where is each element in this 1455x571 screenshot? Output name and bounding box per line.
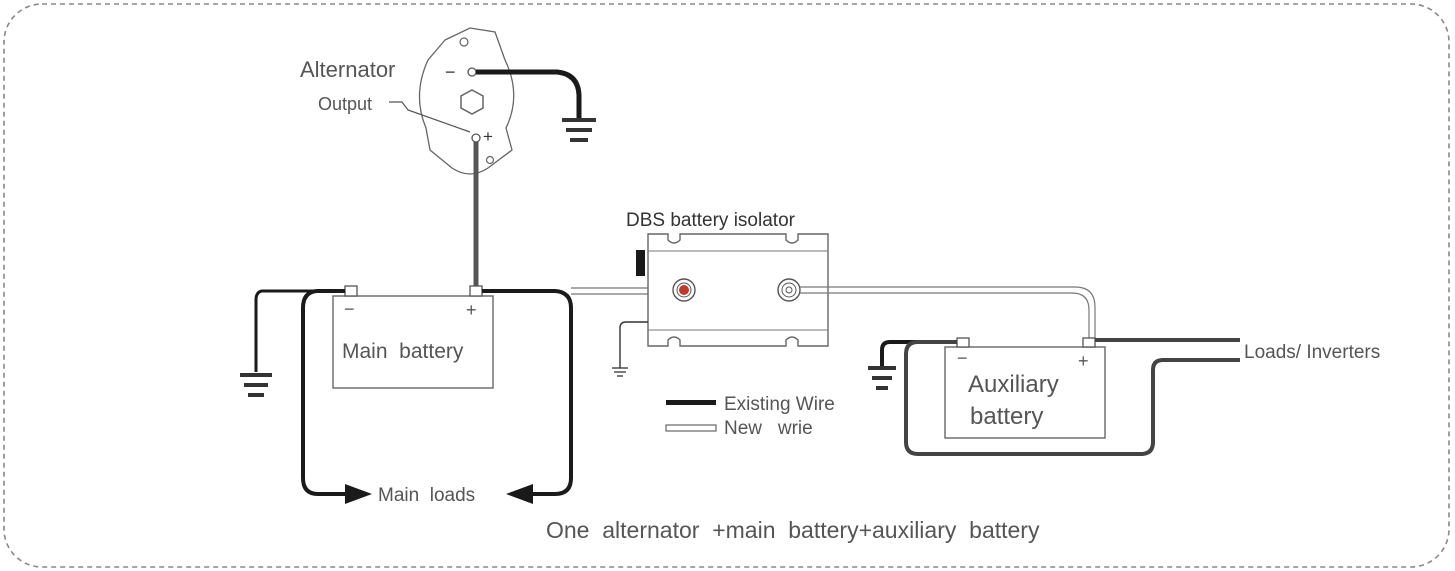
alternator-positive-terminal-icon xyxy=(471,133,481,143)
main-loads-right-arrow-icon xyxy=(506,484,533,504)
aux-loads-negative-wire xyxy=(904,340,1240,456)
output-pointer xyxy=(389,101,471,133)
alternator-label: Alternator xyxy=(300,57,395,82)
alternator-negative-terminal-icon xyxy=(467,67,477,77)
dashed-frame xyxy=(3,3,1450,568)
main-battery: − + Main battery xyxy=(332,285,494,389)
loads-inverters-label: Loads/ Inverters xyxy=(1244,342,1380,363)
auxiliary-battery-body xyxy=(944,346,1106,439)
dbs-battery-isolator xyxy=(636,233,829,347)
isolator-input-terminal-dot xyxy=(679,285,689,295)
alternator-body xyxy=(418,27,515,175)
diagram-caption: One alternator +main battery+auxiliary b… xyxy=(546,517,1040,543)
output-label: Output xyxy=(318,94,372,114)
auxiliary-battery-negative-post xyxy=(956,337,970,348)
auxiliary-battery-positive-post xyxy=(1082,337,1096,348)
alternator-plus-sign: + xyxy=(483,127,493,146)
main-loads-left-arrow-icon xyxy=(345,484,372,504)
alternator-hole xyxy=(485,155,495,165)
isolator-ground-wire xyxy=(619,321,648,368)
legend-new-wire-swatch xyxy=(665,424,717,432)
legend: Existing Wire New wrie xyxy=(665,394,835,439)
alternator: − + xyxy=(418,27,515,175)
ground-icon xyxy=(240,373,272,397)
ground-icon xyxy=(562,118,596,142)
main-battery-positive-post xyxy=(469,285,483,297)
main-loads-label: Main loads xyxy=(378,485,475,506)
auxiliary-battery-label-line1: Auxiliary xyxy=(968,371,1059,398)
ground-icon xyxy=(868,366,896,390)
auxiliary-battery-label-line2: battery xyxy=(970,403,1043,430)
aux-ground-wire xyxy=(880,340,957,366)
alternator-hole xyxy=(459,37,469,47)
main-loads-positive-wire xyxy=(482,289,573,496)
legend-existing-wire-label: Existing Wire xyxy=(724,394,835,415)
ground-icon xyxy=(612,367,628,377)
main-battery-ground-wire xyxy=(254,289,345,372)
legend-new-wire-label: New wrie xyxy=(724,418,813,439)
main-battery-body xyxy=(332,295,494,389)
main-battery-negative-post xyxy=(344,285,358,297)
alternator-hub xyxy=(460,89,484,115)
new-wire-isolator-to-aux xyxy=(800,286,1096,340)
isolator-connector xyxy=(636,250,645,276)
auxiliary-battery-plus-sign: + xyxy=(1078,351,1089,371)
auxiliary-battery: − + Auxiliary battery xyxy=(944,337,1106,439)
alternator-minus-sign: − xyxy=(445,62,456,82)
auxiliary-battery-minus-sign: − xyxy=(957,348,968,368)
main-battery-label: Main battery xyxy=(342,340,464,363)
alternator-ground-wire xyxy=(476,69,582,118)
main-loads-negative-wire xyxy=(301,289,345,496)
legend-existing-wire-swatch xyxy=(666,400,716,405)
isolator-label: DBS battery isolator xyxy=(626,210,796,231)
main-battery-minus-sign: − xyxy=(344,299,355,319)
isolator-body xyxy=(647,233,829,347)
main-battery-plus-sign: + xyxy=(466,300,477,320)
